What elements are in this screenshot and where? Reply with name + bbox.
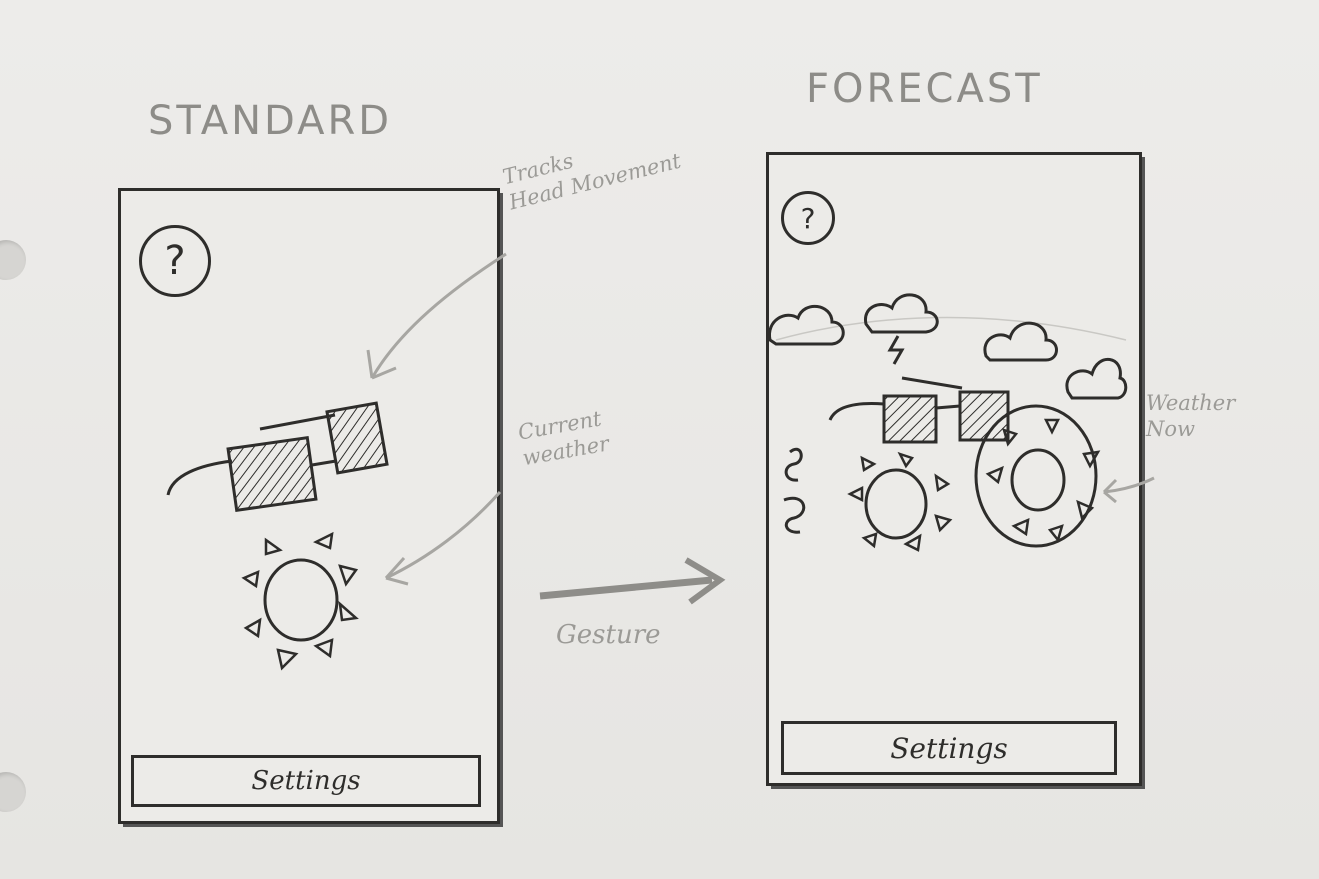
- arrow-icon: [1102, 476, 1155, 504]
- wind-icon: [783, 447, 806, 534]
- forecast-title: FORECAST: [806, 66, 1043, 112]
- sunglasses-icon: [828, 376, 1010, 444]
- arrow-icon: [384, 491, 502, 586]
- sunglasses-icon[interactable]: [160, 395, 400, 512]
- standard-phone-screen: ? Settings: [118, 188, 500, 824]
- arrow-icon: [366, 252, 507, 380]
- sun-icon: [241, 531, 359, 671]
- gesture-label: Gesture: [556, 620, 661, 650]
- help-button[interactable]: ?: [139, 225, 211, 297]
- standard-title: STANDARD: [148, 98, 393, 144]
- cloud-icon: [1065, 357, 1128, 400]
- help-icon: ?: [164, 238, 186, 284]
- weather-now-sun-icon: [974, 404, 1101, 548]
- forecast-weather-scene: [768, 293, 1128, 552]
- weather-now-note: Weather Now: [1146, 391, 1236, 441]
- gesture-arrow-icon: [539, 557, 726, 605]
- storm-cloud-icon: [864, 293, 939, 365]
- cloud-icon: [983, 321, 1058, 362]
- sun-icon: [847, 451, 953, 552]
- settings-label: Settings: [251, 766, 361, 796]
- settings-button[interactable]: Settings: [781, 721, 1117, 775]
- settings-label: Settings: [890, 731, 1008, 765]
- forecast-phone-screen: ? Settings: [766, 152, 1142, 786]
- help-icon: ?: [800, 201, 816, 235]
- help-button[interactable]: ?: [781, 191, 835, 245]
- settings-button[interactable]: Settings: [131, 755, 481, 807]
- cloud-icon: [768, 304, 845, 346]
